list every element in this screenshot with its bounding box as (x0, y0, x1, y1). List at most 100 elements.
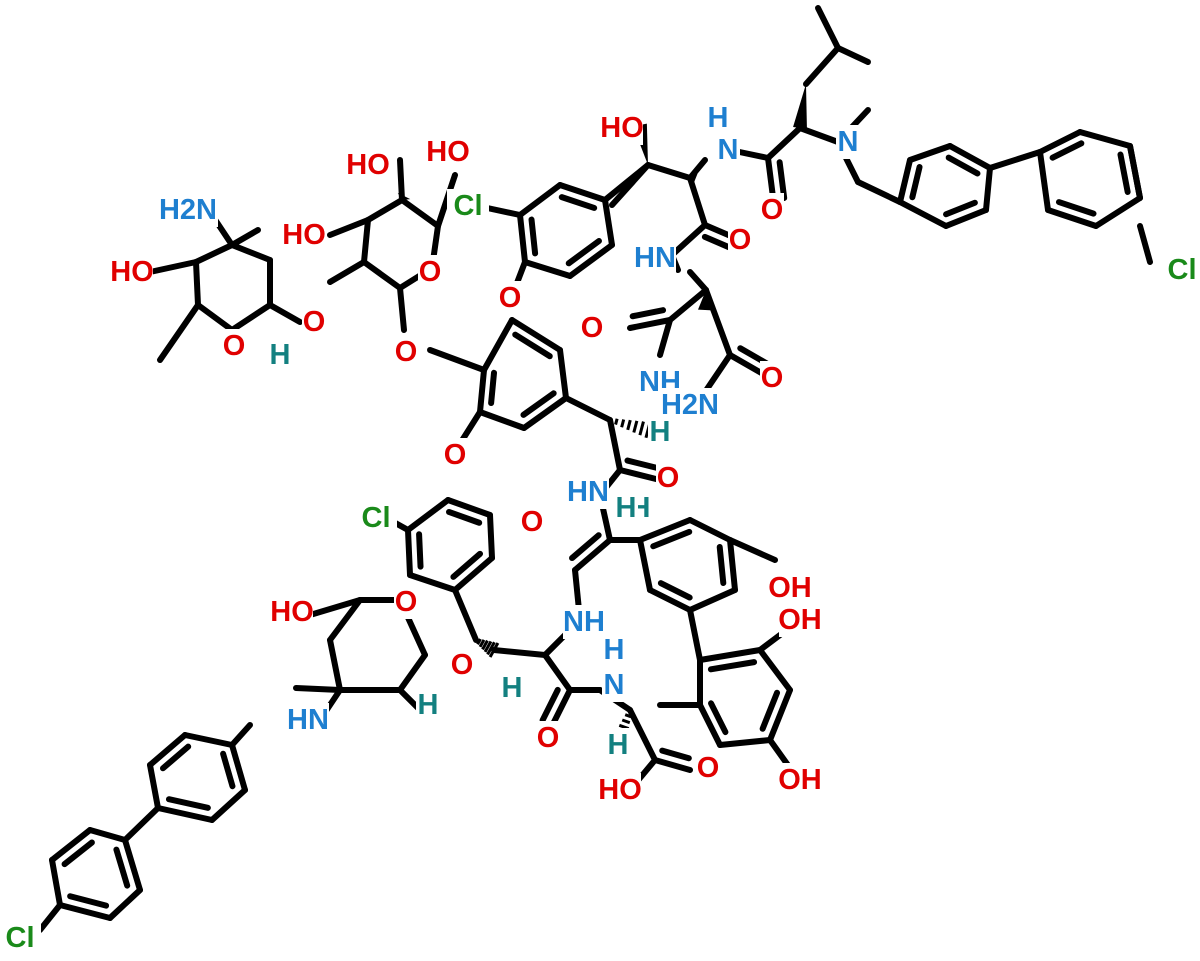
ring-bond (517, 182, 563, 218)
atom-label-text: O (729, 224, 752, 256)
ring-bond (209, 787, 248, 823)
aromatic-bond-inner (1049, 140, 1085, 161)
ring-bond (195, 302, 235, 333)
aromatic-bond (477, 367, 487, 415)
single-bond (1137, 223, 1153, 265)
aromatic-bond (57, 902, 113, 921)
ring-bond (487, 512, 495, 561)
atom-label-background (158, 193, 218, 227)
atom-label-background (716, 133, 740, 167)
aromatic-bond (557, 182, 608, 203)
single-bond (427, 347, 487, 373)
atom-label-background (416, 688, 440, 722)
single-bond (687, 607, 703, 663)
atom-label-text: HN (634, 242, 676, 274)
atom-label-text: O (499, 282, 522, 314)
aromatic-bond (49, 827, 93, 863)
single-bond (267, 302, 303, 325)
atom-label-text: O (697, 752, 720, 784)
aromatic-bond-inner (943, 199, 978, 218)
single-bond (1127, 143, 1143, 201)
aromatic-bond-inner (220, 750, 236, 790)
atom-label-text: N (718, 134, 739, 166)
atom-label-o-lower-carbonyl: O (520, 505, 544, 539)
double-bond-inner (659, 747, 692, 762)
single-bond (687, 157, 708, 181)
ring-bond (477, 409, 527, 431)
single-bond (657, 317, 673, 358)
atom-label-text: O (581, 312, 604, 344)
atom-label-background (222, 329, 246, 363)
atom-label-background (450, 648, 474, 682)
aromatic-bond (727, 537, 738, 593)
atom-label-o-lower-sugar-ring: O (394, 585, 418, 619)
atom-label-text: Cl (6, 922, 35, 954)
atom-label-o-sugar-link: O (302, 305, 326, 339)
single-bond (645, 162, 693, 181)
atom-label-background (580, 311, 604, 345)
ring-bond (1093, 195, 1143, 229)
single-bond (687, 269, 709, 293)
atom-label-text: Cl (454, 190, 483, 222)
aromatic-bond (229, 742, 248, 793)
atom-label-text: O (657, 462, 680, 494)
atom-label-oh-sugar-top: HO (346, 148, 390, 182)
single-bond (797, 125, 841, 145)
atom-label-n-bottom: N (602, 668, 626, 702)
double-bond-inner (539, 686, 561, 724)
atom-label-background (498, 281, 522, 315)
double-bond-inner (569, 532, 602, 562)
single-bond (122, 805, 161, 843)
atom-label-background (696, 751, 720, 785)
atom-label-text: N (604, 669, 625, 701)
ring-bond (327, 637, 343, 693)
single-bond (607, 417, 623, 473)
ring-bond (717, 737, 773, 748)
ring-bond (107, 887, 143, 921)
ring-bond (49, 857, 63, 908)
double-bond (572, 537, 613, 573)
atom-label-background (443, 438, 467, 472)
atom-label-text: O (303, 306, 326, 338)
hash-bond-stripe (483, 640, 493, 653)
atom-label-background (271, 595, 313, 629)
ring-bond (229, 302, 273, 333)
atom-label-background (614, 491, 638, 525)
atom-label-oh-lower-sugar: HO (270, 595, 314, 629)
atom-label-text: O (444, 439, 467, 471)
aromatic-bond-inner (159, 743, 192, 772)
atom-label-nh-leu-amide: N (716, 133, 740, 167)
ring-bond (687, 517, 733, 543)
aromatic-bond (155, 805, 215, 823)
atom-label-text: H (650, 416, 671, 448)
ring-bond (361, 217, 371, 265)
bond-skeleton (37, 5, 1153, 933)
atom-label-text: Cl (1168, 254, 1197, 286)
double-bond (617, 467, 663, 483)
single-bond (815, 5, 841, 51)
atom-label-oh-leu-hydroxy: HO (600, 111, 644, 145)
atom-label-background (634, 241, 676, 275)
single-bond (229, 722, 253, 748)
atom-label-text: H (708, 102, 729, 134)
aromatic-bond (767, 687, 793, 743)
wedge-bond (397, 192, 411, 200)
ring-bond (687, 587, 738, 613)
atom-label-background (656, 461, 680, 495)
aromatic-bond-inner (707, 659, 758, 673)
hash-bond-stripe (621, 718, 631, 725)
atom-label-o-center-carbonyl: O (656, 461, 680, 495)
hash-bond-stripe (620, 419, 626, 428)
single-bond (229, 227, 261, 248)
atom-label-o-asn-side: O (760, 361, 784, 395)
atom-label-text: H (418, 689, 439, 721)
ring-bond (907, 143, 953, 163)
atom-label-text: H (270, 339, 291, 371)
ring-bond (399, 197, 441, 229)
atom-label-text: O (761, 194, 784, 226)
atom-label-background (769, 571, 811, 605)
atom-label-background (601, 111, 643, 145)
aromatic-bond (897, 157, 913, 205)
single-bond (667, 287, 709, 323)
aromatic-bond-inner (512, 331, 553, 360)
